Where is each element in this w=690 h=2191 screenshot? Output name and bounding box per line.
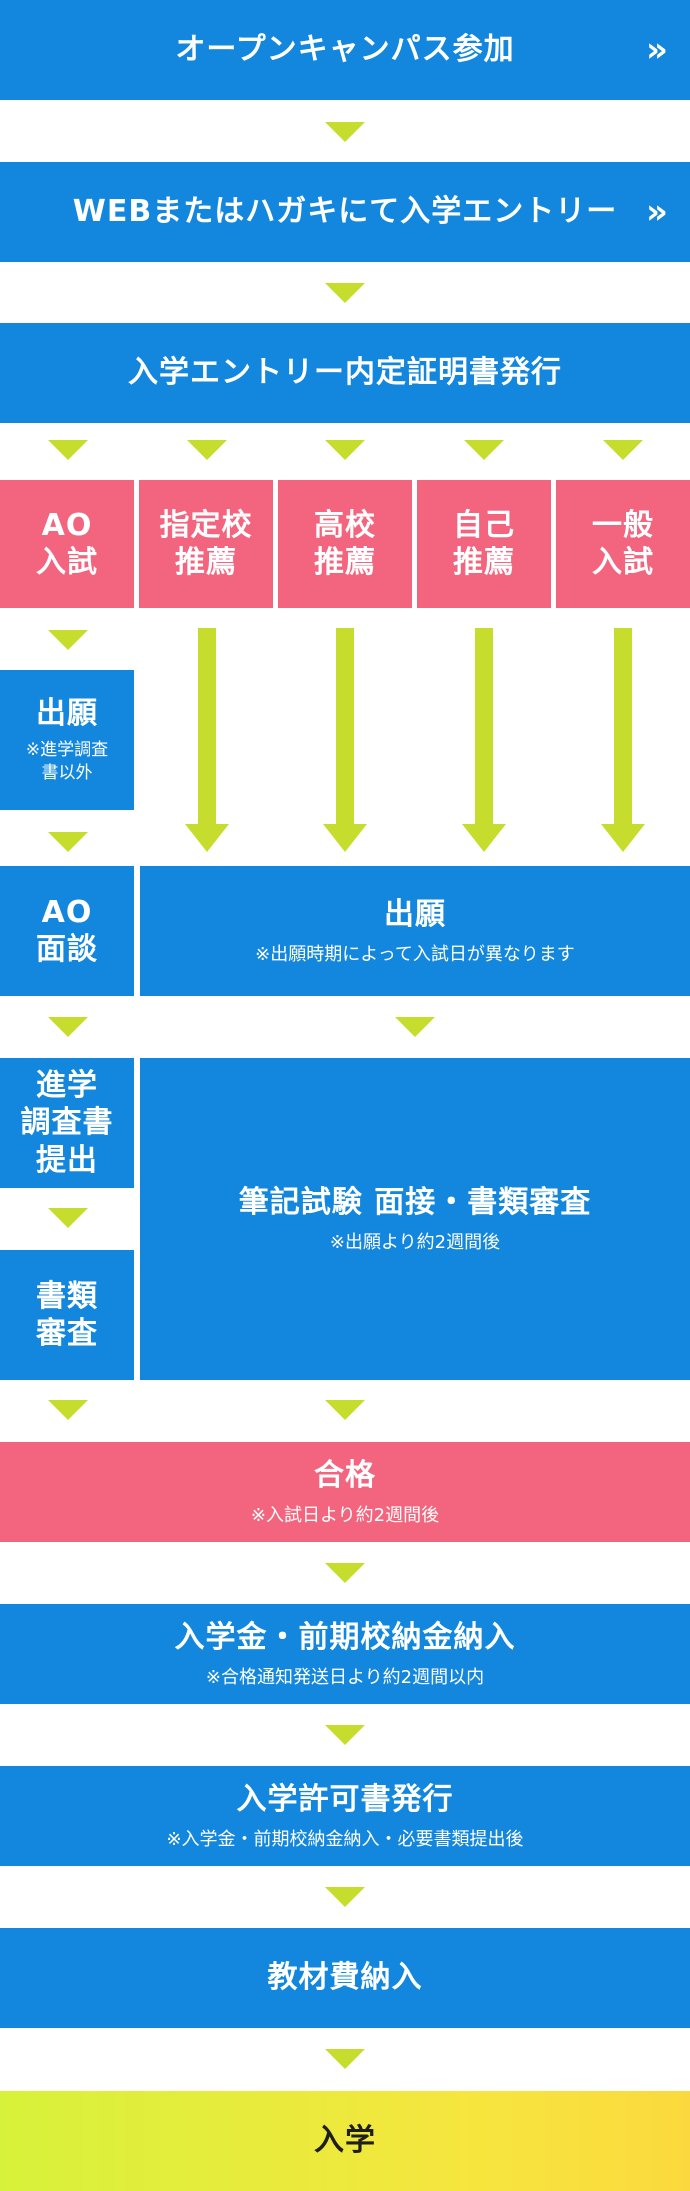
step-enroll: 入学	[0, 2091, 690, 2191]
step-certificate-label: 入学エントリー内定証明書発行	[128, 355, 562, 391]
ao-review-line1: 書類	[36, 1278, 98, 1314]
double-chevron-right-icon: »	[646, 192, 668, 232]
step-permit-title: 入学許可書発行	[236, 1782, 454, 1818]
exam-type-highschool: 高校 推薦	[278, 480, 412, 608]
exam-type-ao: AO 入試	[0, 480, 134, 608]
step-fees-title: 入学金・前期校納金納入	[174, 1620, 516, 1656]
exam-type-general: 一般 入試	[556, 480, 690, 608]
triangle-down-icon	[48, 832, 88, 852]
ao-apply-title: 出願	[36, 696, 98, 732]
double-chevron-right-icon: »	[646, 30, 668, 70]
triangle-down-icon	[325, 283, 365, 303]
exam-type-designated: 指定校 推薦	[139, 480, 273, 608]
ao-review-line2: 審査	[36, 1316, 98, 1351]
step-open-campus-label: オープンキャンパス参加	[175, 32, 515, 68]
exam-type-line2: 入試	[592, 545, 654, 580]
ao-apply: 出願 ※進学調査 書以外	[0, 670, 134, 810]
other-apply-title: 出願	[384, 897, 446, 933]
step-materials: 教材費納入	[0, 1928, 690, 2028]
triangle-down-icon	[48, 630, 88, 650]
triangle-down-icon	[325, 1563, 365, 1583]
triangle-down-icon	[48, 440, 88, 460]
triangle-down-icon	[395, 1017, 435, 1037]
triangle-down-icon	[48, 1017, 88, 1037]
long-arrow-down-icon	[462, 628, 506, 852]
ao-survey-line1: 進学	[36, 1067, 98, 1103]
ao-survey-line3: 提出	[36, 1142, 98, 1178]
triangle-down-icon	[48, 1400, 88, 1420]
long-arrow-down-icon	[185, 628, 229, 852]
triangle-down-icon	[325, 2049, 365, 2069]
triangle-down-icon	[325, 440, 365, 460]
ao-apply-note2: 書以外	[41, 762, 93, 783]
triangle-down-icon	[464, 440, 504, 460]
other-exam: 筆記試験 面接・書類審査 ※出願より約2週間後	[140, 1058, 690, 1380]
exam-type-line2: 推薦	[314, 545, 376, 580]
step-permit-note: ※入学金・前期校納金納入・必要書類提出後	[166, 1828, 524, 1850]
step-pass-note: ※入試日より約2週間後	[250, 1504, 440, 1526]
triangle-down-icon	[325, 122, 365, 142]
exam-type-self: 自己 推薦	[417, 480, 551, 608]
exam-type-line2: 推薦	[175, 545, 237, 580]
step-entry-label: WEBまたはハガキにて入学エントリー	[72, 194, 618, 230]
exam-type-line2: 入試	[36, 545, 98, 580]
exam-type-line1: 高校	[314, 507, 376, 543]
ao-survey: 進学 調査書 提出	[0, 1058, 134, 1188]
triangle-down-icon	[325, 1400, 365, 1420]
step-fees-note: ※合格通知発送日より約2週間以内	[205, 1666, 485, 1688]
triangle-down-icon	[48, 1208, 88, 1228]
exam-type-line2: 推薦	[453, 545, 515, 580]
step-certificate: 入学エントリー内定証明書発行	[0, 323, 690, 423]
step-pass-title: 合格	[314, 1458, 376, 1494]
ao-survey-line2: 調査書	[20, 1105, 114, 1141]
ao-interview-line1: AO	[41, 894, 93, 930]
ao-review: 書類 審査	[0, 1250, 134, 1380]
triangle-down-icon	[325, 1887, 365, 1907]
other-exam-note: ※出願より約2週間後	[329, 1231, 501, 1253]
step-pass: 合格 ※入試日より約2週間後	[0, 1442, 690, 1542]
step-fees: 入学金・前期校納金納入 ※合格通知発送日より約2週間以内	[0, 1604, 690, 1704]
exam-type-line1: 指定校	[159, 507, 253, 543]
other-apply-note: ※出願時期によって入試日が異なります	[255, 943, 575, 965]
exam-type-line1: 自己	[453, 507, 515, 543]
step-materials-title: 教材費納入	[267, 1960, 423, 1996]
ao-interview: AO 面談	[0, 866, 134, 996]
triangle-down-icon	[325, 1725, 365, 1745]
other-exam-title: 筆記試験 面接・書類審査	[238, 1185, 592, 1221]
exam-type-line1: 一般	[592, 507, 654, 543]
step-entry[interactable]: WEBまたはハガキにて入学エントリー »	[0, 162, 690, 262]
ao-apply-note1: ※進学調査	[25, 739, 109, 760]
long-arrow-down-icon	[601, 628, 645, 852]
ao-interview-line2: 面談	[36, 932, 98, 967]
triangle-down-icon	[603, 440, 643, 460]
other-apply: 出願 ※出願時期によって入試日が異なります	[140, 866, 690, 996]
long-arrow-down-icon	[323, 628, 367, 852]
triangle-down-icon	[187, 440, 227, 460]
exam-type-line1: AO	[41, 507, 93, 543]
step-open-campus[interactable]: オープンキャンパス参加 »	[0, 0, 690, 100]
step-enroll-title: 入学	[314, 2123, 376, 2159]
step-permit: 入学許可書発行 ※入学金・前期校納金納入・必要書類提出後	[0, 1766, 690, 1866]
